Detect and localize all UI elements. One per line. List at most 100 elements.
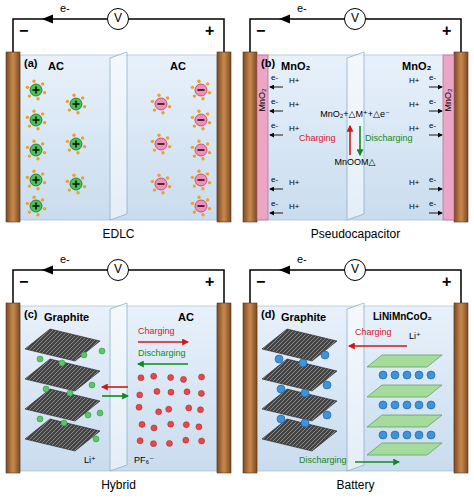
solvent-dot	[28, 210, 31, 213]
solvent-dot	[68, 108, 71, 111]
pf6-ion	[183, 422, 189, 428]
electron-arrow	[429, 111, 442, 112]
diagram-label: e-	[429, 74, 436, 83]
battery-cell	[243, 266, 468, 474]
solvent-dot	[41, 82, 44, 85]
solvent-dot	[201, 213, 204, 216]
anion	[155, 98, 167, 110]
solvent-dot	[191, 116, 194, 119]
charge-sign	[35, 147, 36, 154]
lithium-ion	[391, 431, 399, 439]
anion	[195, 84, 207, 96]
solvent-dot	[26, 202, 29, 205]
lithium-ion	[81, 352, 87, 358]
edlc-cell	[6, 15, 231, 223]
pf6-ion	[137, 392, 143, 398]
diagram-label: e-	[429, 200, 436, 209]
solvent-dot	[28, 94, 31, 97]
solvent-dot	[197, 170, 200, 173]
solvent-dot	[36, 187, 39, 190]
charging-arrow	[102, 386, 128, 388]
solvent-dot	[83, 145, 86, 148]
diagram-label: −	[19, 273, 28, 291]
charge-sign	[35, 203, 36, 210]
cation	[30, 144, 42, 156]
diagram-label: (b)	[261, 57, 275, 69]
electron-arrow	[270, 87, 283, 88]
solvent-dot	[208, 207, 211, 210]
pf6-ion	[168, 375, 174, 381]
solvent-dot	[36, 127, 39, 130]
lithium-ion	[415, 371, 423, 379]
lithium-ion	[59, 360, 65, 366]
pf6-ion	[151, 425, 157, 431]
solvent-dot	[193, 124, 196, 127]
lithium-ion	[403, 431, 411, 439]
pseudocapacitor-cell	[243, 15, 468, 223]
solvent-dot	[153, 188, 156, 191]
solvent-dot	[193, 154, 196, 157]
solvent-dot	[208, 91, 211, 94]
cation	[70, 98, 82, 110]
lithium-ion	[403, 401, 411, 409]
diagram-label: PF₆⁻	[134, 456, 154, 466]
solvent-dot	[66, 180, 69, 183]
solvent-dot	[43, 207, 46, 210]
cathode-layer	[367, 355, 442, 367]
pf6-ion	[150, 441, 156, 447]
lithium-ion	[427, 401, 435, 409]
solvent-dot	[193, 94, 196, 97]
solvent-dot	[41, 142, 44, 145]
diagram-label: AC	[48, 60, 64, 72]
solvent-dot	[206, 172, 209, 175]
lithium-ion	[89, 382, 95, 388]
diagram-label: −	[19, 22, 28, 40]
solvent-dot	[191, 176, 194, 179]
graphite-sheet	[25, 389, 100, 421]
graphite-sheet	[262, 329, 337, 361]
charge-sign	[75, 101, 76, 108]
diagram-label: MnO₂	[402, 60, 431, 72]
charge-sign	[35, 117, 36, 124]
diagram-label: (a)	[24, 57, 37, 69]
solvent-dot	[166, 136, 169, 139]
diagram-label: LiNiMnCoO₂	[373, 311, 432, 322]
lithium-ion	[415, 401, 423, 409]
electron-arrow	[270, 135, 283, 136]
solvent-dot	[206, 82, 209, 85]
lithium-ion	[403, 371, 411, 379]
lithium-ion	[85, 412, 91, 418]
solvent-dot	[32, 196, 35, 199]
charge-sign	[198, 89, 205, 90]
diagram-label: Graphite	[44, 311, 89, 323]
solvent-dot	[201, 157, 204, 160]
solvent-dot	[81, 96, 84, 99]
solvent-dot	[32, 140, 35, 143]
anion	[195, 174, 207, 186]
pf6-ion	[198, 390, 204, 396]
pf6-ion	[168, 421, 174, 427]
lithium-ion	[391, 371, 399, 379]
diagram-label: −	[256, 273, 265, 291]
cathode-layer	[367, 443, 442, 455]
charge-sign	[198, 119, 205, 120]
diagram-label: H+	[289, 125, 299, 134]
charge-sign	[198, 149, 205, 150]
pf6-ion	[156, 409, 162, 415]
diagram-label: e-	[429, 98, 436, 107]
solvent-dot	[157, 174, 160, 177]
diagram-label: −	[256, 22, 265, 40]
solvent-dot	[81, 136, 84, 139]
pf6-ion	[154, 388, 160, 394]
discharging-arrow	[359, 126, 361, 155]
diagram-label: H+	[409, 101, 419, 110]
lithium-ion	[277, 415, 285, 423]
solvent-dot	[41, 198, 44, 201]
lithium-ion	[323, 411, 331, 419]
cation	[30, 174, 42, 186]
electron-arrow	[429, 87, 442, 88]
pf6-ion	[199, 374, 205, 380]
diagram-label: AC	[170, 60, 186, 72]
diagram-label: Charging	[355, 328, 392, 338]
